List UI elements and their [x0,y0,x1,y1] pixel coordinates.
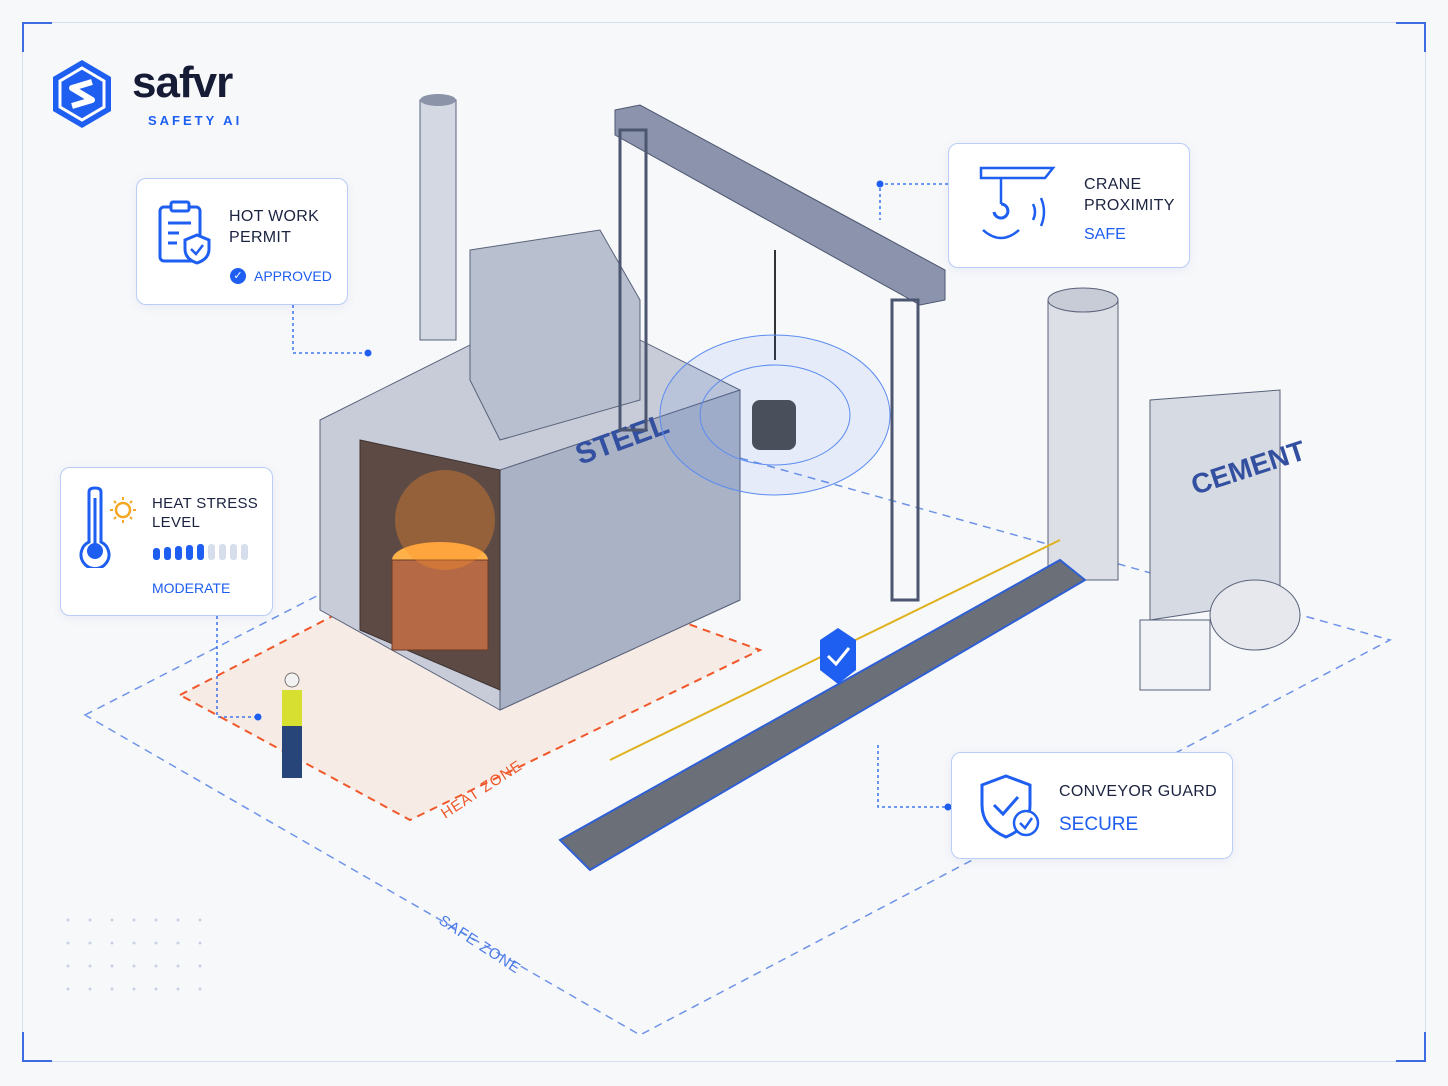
conveyor-status: SECURE [1059,814,1139,835]
level-bar [230,544,237,560]
level-bar [219,544,226,560]
frame-corner [1396,1032,1426,1062]
level-bar [175,546,182,560]
clipboard-shield-icon [158,200,211,265]
crane-hook-signal-icon [979,166,1056,240]
brand-logo: safvr SAFETY AI [50,58,242,130]
heat-stress-level-meter [153,544,248,560]
dot-grid [66,918,202,991]
conveyor [558,539,1087,872]
permit-status: APPROVED [254,268,332,284]
gantry-crane [614,104,946,602]
card-title: PERMIT [229,229,292,246]
card-title: PROXIMITY [1084,197,1175,214]
safvr-hexagon-icon [53,60,111,128]
crane-status: SAFE [1084,226,1126,243]
steel-plant: STEEL [319,94,741,711]
blueprint-frame [22,22,1426,1062]
level-bar [208,544,215,560]
frame-corner [22,1032,52,1062]
level-bar [153,548,160,560]
frame-corner [1396,22,1426,52]
card-title: LEVEL [152,514,201,531]
cement-plant: CEMENT [1047,287,1309,691]
card-title: CRANE [1084,176,1142,193]
card-title: HEAT STRESS [152,495,259,512]
card-title: HOT WORK [229,208,320,225]
brand-name: safvr [132,57,233,107]
level-bar [197,544,204,560]
level-bar [186,545,193,560]
hot-work-permit-card[interactable]: HOT WORK PERMIT ✓ APPROVED [136,178,348,305]
brand-tagline: SAFETY AI [148,112,243,128]
frame-corner [22,22,52,52]
chimney [419,99,457,341]
ladle [752,400,796,450]
heat-stress-status: MODERATE [152,580,231,596]
thermometer-sun-icon [79,486,136,568]
level-bar [241,544,248,560]
conveyor-guard-card[interactable]: CONVEYOR GUARD SECURE [951,752,1233,859]
safe-zone-boundary [83,429,1393,1036]
heat-stress-card[interactable]: HEAT STRESS LEVEL MODERATE [60,467,273,616]
shield-check-icon [820,628,856,684]
card-title: CONVEYOR GUARD [1059,783,1217,800]
check-circle-icon: ✓ [230,268,246,284]
shield-check-icon [980,774,1040,839]
crane-proximity-card[interactable]: CRANE PROXIMITY SAFE [948,143,1190,268]
mixer-truck [1139,619,1211,691]
worker [282,672,302,778]
level-bar [164,547,171,560]
